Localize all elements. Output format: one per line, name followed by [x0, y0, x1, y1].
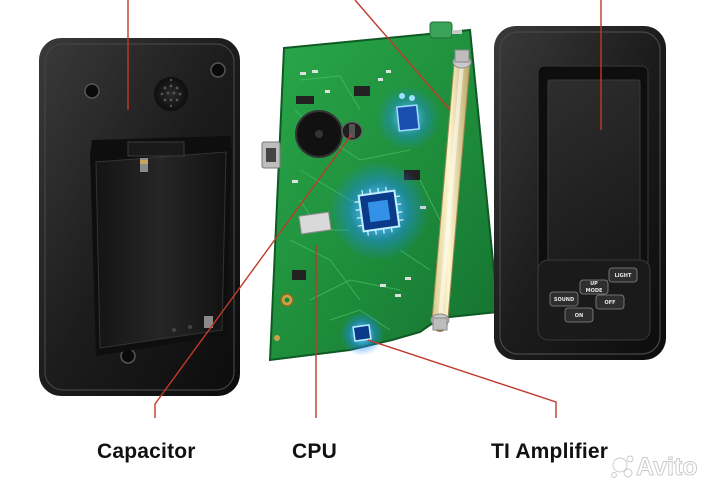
electrolytic-capacitor: [341, 121, 363, 141]
green-component: [429, 21, 462, 39]
pointer-capacitor: [154, 133, 353, 418]
buzzer: [295, 110, 343, 158]
device-back-case: [39, 38, 240, 396]
usb-port: [261, 141, 281, 169]
avito-watermark: Avito: [611, 453, 698, 481]
button-up-label: UP: [590, 281, 598, 287]
button-sound-label: SOUND: [554, 297, 574, 303]
avito-logo-icon: [611, 455, 634, 478]
device-front-case: SOUND UP MODE LIGHT ON OFF: [494, 26, 666, 360]
device-button-panel: SOUND UP MODE LIGHT ON OFF: [537, 259, 651, 341]
label-cpu: CPU: [292, 440, 337, 463]
pcb-board: [261, 21, 500, 362]
display-connector: [298, 211, 332, 235]
button-on-label: ON: [575, 313, 583, 319]
device-screen: [547, 79, 641, 283]
label-amplifier: TI Amplifier: [491, 440, 609, 463]
speaker-grille: [154, 77, 188, 111]
geiger-tube: [430, 49, 472, 331]
screw-hole: [84, 83, 100, 99]
pointer-amplifier: [367, 339, 557, 418]
button-light-label: LIGHT: [615, 273, 632, 279]
pointer-lines: [127, 0, 602, 418]
pointer-tube: [354, 0, 451, 111]
watermark-text: Avito: [636, 453, 698, 481]
button-off-label: OFF: [604, 300, 615, 306]
battery-compartment: [90, 136, 232, 356]
amplifier-chip: [340, 312, 384, 356]
cpu-chip: [329, 161, 429, 261]
label-capacitor: Capacitor: [97, 440, 196, 463]
screw-hole: [210, 62, 226, 78]
button-mode-label: MODE: [586, 288, 603, 294]
